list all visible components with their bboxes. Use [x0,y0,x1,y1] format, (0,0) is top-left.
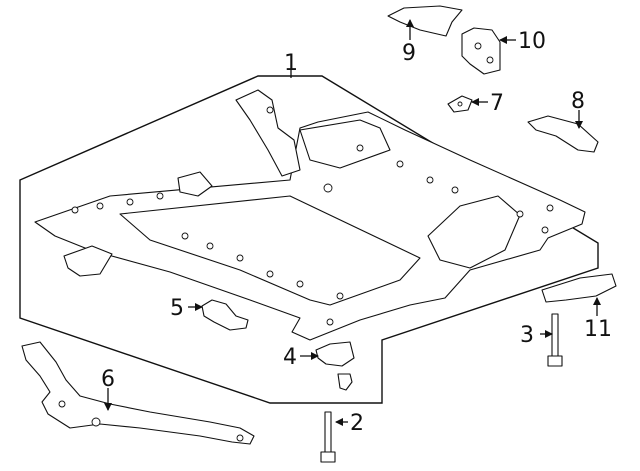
part-5-bracket [201,299,249,331]
part-7-plate [447,95,473,113]
part-10-mount [461,27,501,75]
part-9-bracket [387,5,463,37]
part-3-bolt [547,313,563,367]
callout-4: 4 [283,345,297,370]
part-4-bracket [315,341,355,367]
nut [337,373,353,391]
callout-9: 9 [402,41,416,66]
part-8-bracket [527,115,599,153]
callout-8: 8 [571,89,585,114]
callout-7: 7 [490,91,504,116]
front-subframe [34,89,586,341]
part-6-brace [21,341,255,445]
callout-2: 2 [350,411,364,436]
subframe-group-outline [19,75,599,404]
callout-3: 3 [520,323,534,348]
callout-1: 1 [284,51,298,76]
callout-10: 10 [518,29,546,54]
part-11-bracket [541,273,617,303]
part-2-bolt [320,411,336,463]
callout-5: 5 [170,296,184,321]
callout-6: 6 [101,367,115,392]
callout-11: 11 [584,317,612,342]
